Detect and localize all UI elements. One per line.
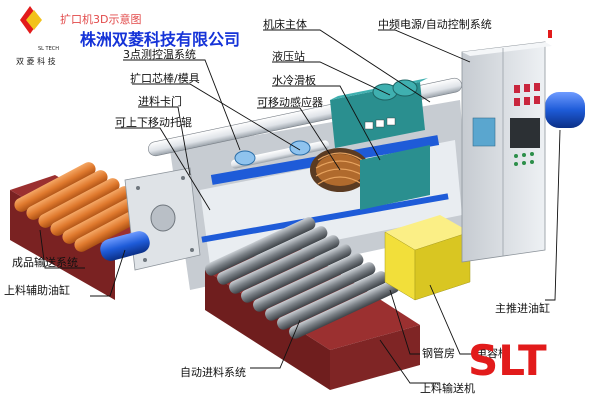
hydraulic-station [330,78,428,148]
label-finished-conveyor: 成品输送系统 [12,255,78,269]
label-cooling-slide: 水冷滑板 [272,73,316,87]
company-name: 株洲双菱科技有限公司 [80,30,240,49]
label-feed-conveyor: 上料输送机 [420,381,475,395]
label-feed-clamp: 进料卡门 [138,94,182,108]
label-hydraulic: 液压站 [272,49,305,63]
label-capacitor: 电容柜 [476,346,509,360]
company-logo: SL TECH 双 菱 科 技 [16,6,59,66]
logo-text: SL TECH [38,46,59,52]
feed-clamp-plate [124,167,201,271]
leader-lines [39,29,561,384]
main-cylinder [545,92,585,128]
label-tube-rack: 钢管房 [422,346,455,360]
mandrel-rod [231,140,330,169]
diagram-title: 扩口机3D示意图 [60,12,141,26]
control-cabinet [461,30,552,263]
label-movable-inductor: 可移动感应器 [257,95,323,109]
label-power-control: 中频电源/自动控制系统 [378,17,492,31]
brand-mark: SLT [468,336,547,385]
label-machine-body: 机床主体 [263,17,307,31]
induction-coil [310,145,430,210]
label-mandrel: 扩口芯棒/模具 [130,71,200,85]
label-main-cylinder: 主推进油缸 [495,301,550,315]
label-auto-feed: 自动进料系统 [180,365,246,379]
capacitor-cabinet [384,215,471,301]
raw-tubes [205,217,400,339]
label-roller: 可上下移动托辊 [115,115,192,129]
label-aux-cylinder: 上料辅助油缸 [4,283,70,297]
labels: 机床主体 中频电源/自动控制系统 3点测控温系统 液压站 扩口芯棒/模具 水冷滑… [4,17,550,395]
label-temp-system: 3点测控温系统 [123,47,196,61]
aux-cylinder [100,231,150,261]
logo-caption: 双 菱 科 技 [16,56,56,66]
